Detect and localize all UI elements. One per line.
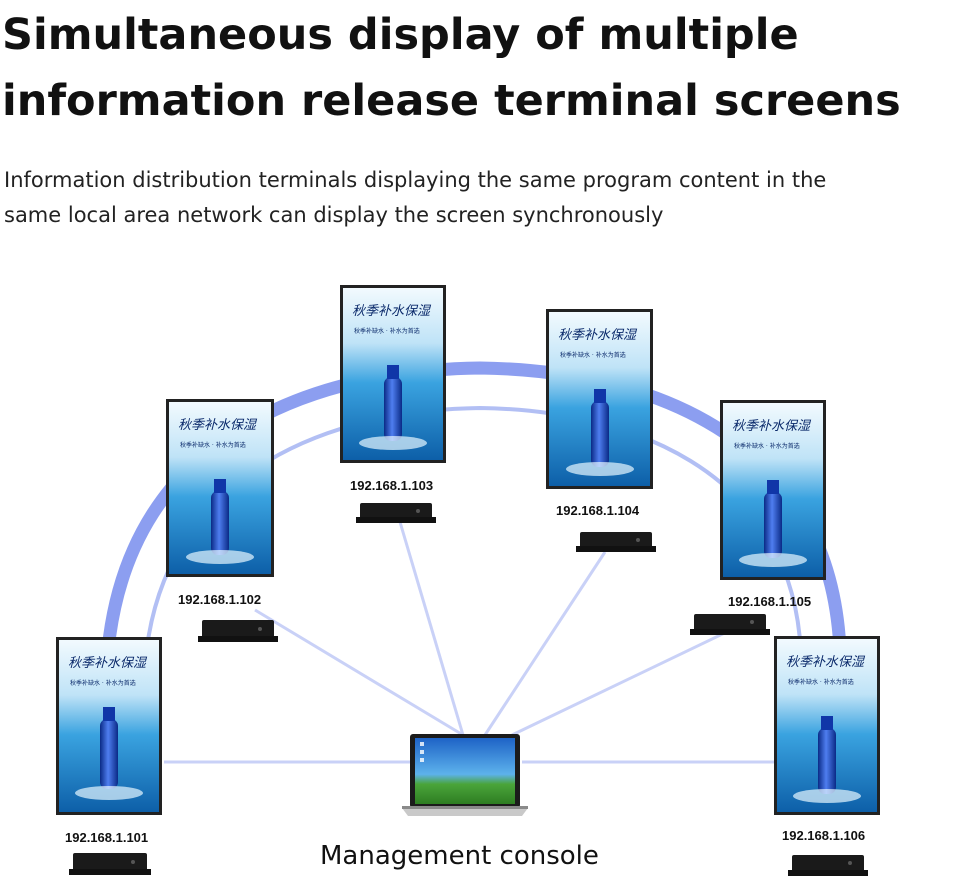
screen-headline: 秋季补水保湿 [786,655,866,670]
media-box-106 [788,855,868,876]
page-subtitle: Information distribution terminals displ… [4,163,954,233]
terminal-104: 秋季补水保湿 秋季补缺水 · 补水为首选 [546,309,653,489]
subtitle-line-2: same local area network can display the … [4,203,664,227]
terminal-101: 秋季补水保湿 秋季补缺水 · 补水为首选 [56,637,162,815]
media-box-101 [69,853,151,875]
terminal-106: 秋季补水保湿 秋季补缺水 · 补水为首选 [774,636,880,815]
screen-headline: 秋季补水保湿 [68,656,148,671]
bottle-icon [818,728,836,794]
terminal-103: 秋季补水保湿 秋季补缺水 · 补水为首选 [340,285,446,463]
terminal-105: 秋季补水保湿 秋季补缺水 · 补水为首选 [720,400,826,580]
subtitle-line-1: Information distribution terminals displ… [4,168,827,192]
screen-caption: 秋季补缺水 · 补水为首选 [788,678,854,686]
link-line [511,626,736,737]
screen-headline: 秋季补水保湿 [178,418,258,433]
bottle-icon [211,491,229,555]
screen-caption: 秋季补缺水 · 补水为首选 [70,679,136,687]
laptop-icon [402,734,528,816]
ip-label-102: 192.168.1.102 [178,592,261,607]
link-line [254,608,464,737]
bottle-icon [764,492,782,558]
screen-caption: 秋季补缺水 · 补水为首选 [354,327,420,335]
title-line-2: information release terminal screens [2,76,901,126]
media-box-103 [356,503,436,523]
screen-caption: 秋季补缺水 · 补水为首选 [560,351,626,359]
media-box-105 [690,614,770,635]
link-line [398,521,465,736]
console-label: Management console [320,841,599,871]
ip-label-105: 192.168.1.105 [728,594,811,609]
link-lines [164,521,775,764]
ip-label-103: 192.168.1.103 [350,478,433,493]
bottle-icon [591,401,609,467]
terminal-102: 秋季补水保湿 秋季补缺水 · 补水为首选 [166,399,274,577]
screen-headline: 秋季补水保湿 [558,328,638,343]
media-box-104 [576,532,656,552]
screen-caption: 秋季补缺水 · 补水为首选 [734,442,800,450]
link-line [483,551,607,736]
media-box-102 [198,620,278,642]
bottle-icon [384,377,402,441]
screen-caption: 秋季补缺水 · 补水为首选 [180,441,246,449]
ip-label-106: 192.168.1.106 [782,828,865,843]
screen-headline: 秋季补水保湿 [352,304,432,319]
page-title: Simultaneous display of multiple informa… [2,2,964,134]
ip-label-101: 192.168.1.101 [65,830,148,845]
title-line-1: Simultaneous display of multiple [2,10,799,60]
bottle-icon [100,719,118,789]
screen-headline: 秋季补水保湿 [732,419,812,434]
ip-label-104: 192.168.1.104 [556,503,640,518]
